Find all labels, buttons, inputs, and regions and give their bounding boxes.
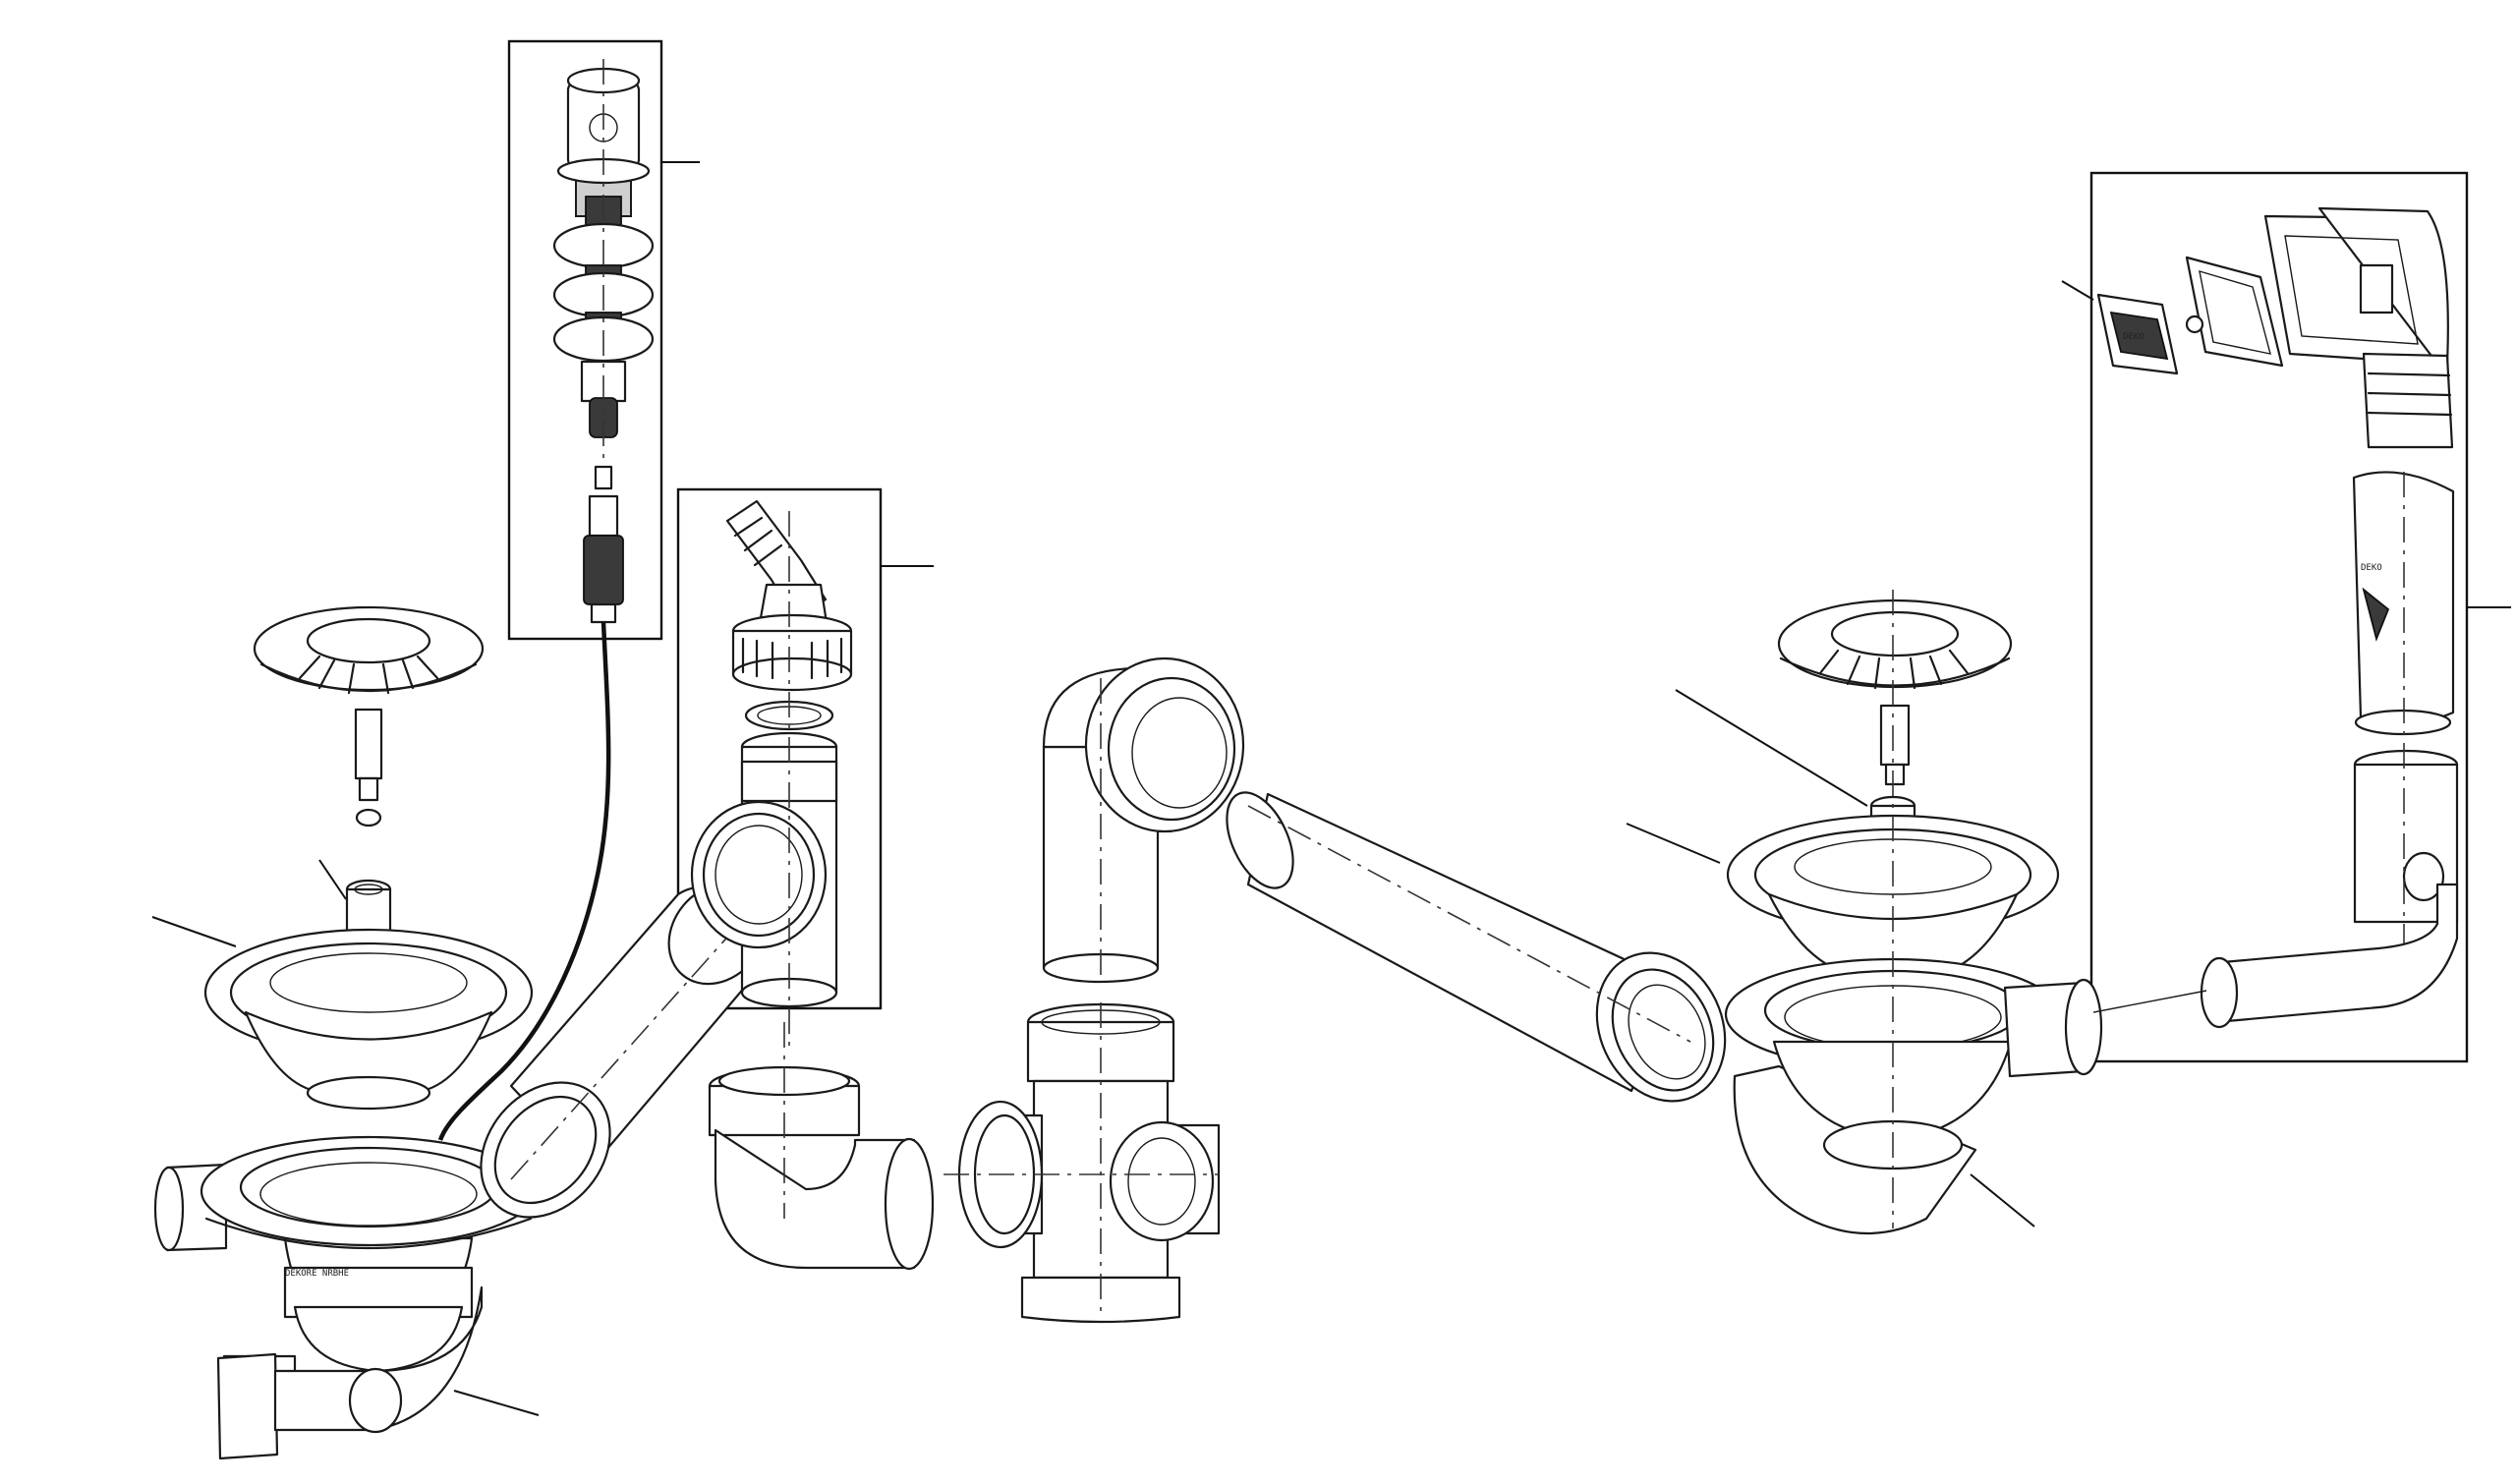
right-drain-body: [1724, 590, 2103, 1235]
svg-text:DEKO: DEKO: [2361, 563, 2382, 573]
left-strainer-basket: [253, 605, 485, 828]
overflow-link: [2092, 990, 2207, 1013]
actuator-cable-connector: [583, 465, 624, 624]
leader-lines: [151, 161, 2511, 1416]
right-strainer-basket: [1777, 599, 2013, 786]
vertical-pipe-elbow: [1042, 656, 1245, 984]
left-drain-body: DEKORE NRBHE: [153, 1135, 538, 1373]
remote-control-knob-assembly: [552, 59, 655, 462]
overflow-vertical-tube: DEKO: [2352, 471, 2455, 736]
overflow-seal-gasket: [2185, 256, 2284, 368]
overflow-outlet-elbow: [2200, 472, 2459, 1029]
tee-junction: [944, 1002, 1221, 1324]
overflow-housing: [2263, 206, 2454, 449]
actuator-cable: [437, 621, 611, 1141]
hose-connector-spigot: [725, 499, 829, 631]
left-body-stamp: DEKORE NRBHE: [285, 1269, 349, 1279]
left-outlet-elbow: [216, 1285, 484, 1460]
bottle-trap-body: [690, 731, 838, 1008]
bottle-trap-callout-box: [676, 487, 883, 1010]
left-sink-flange: [203, 928, 534, 1111]
overflow-plate-stamp: DEKO: [2123, 332, 2144, 342]
overflow-cover-plate: DEKO: [2096, 293, 2179, 375]
long-diagonal-pipe: [1226, 791, 1727, 1103]
trap-union-nut: [731, 613, 853, 692]
remote-actuator-callout-box: [507, 39, 663, 641]
overflow-callout-box: [2089, 171, 2469, 1063]
trap-outlet-elbow: [708, 1022, 935, 1271]
